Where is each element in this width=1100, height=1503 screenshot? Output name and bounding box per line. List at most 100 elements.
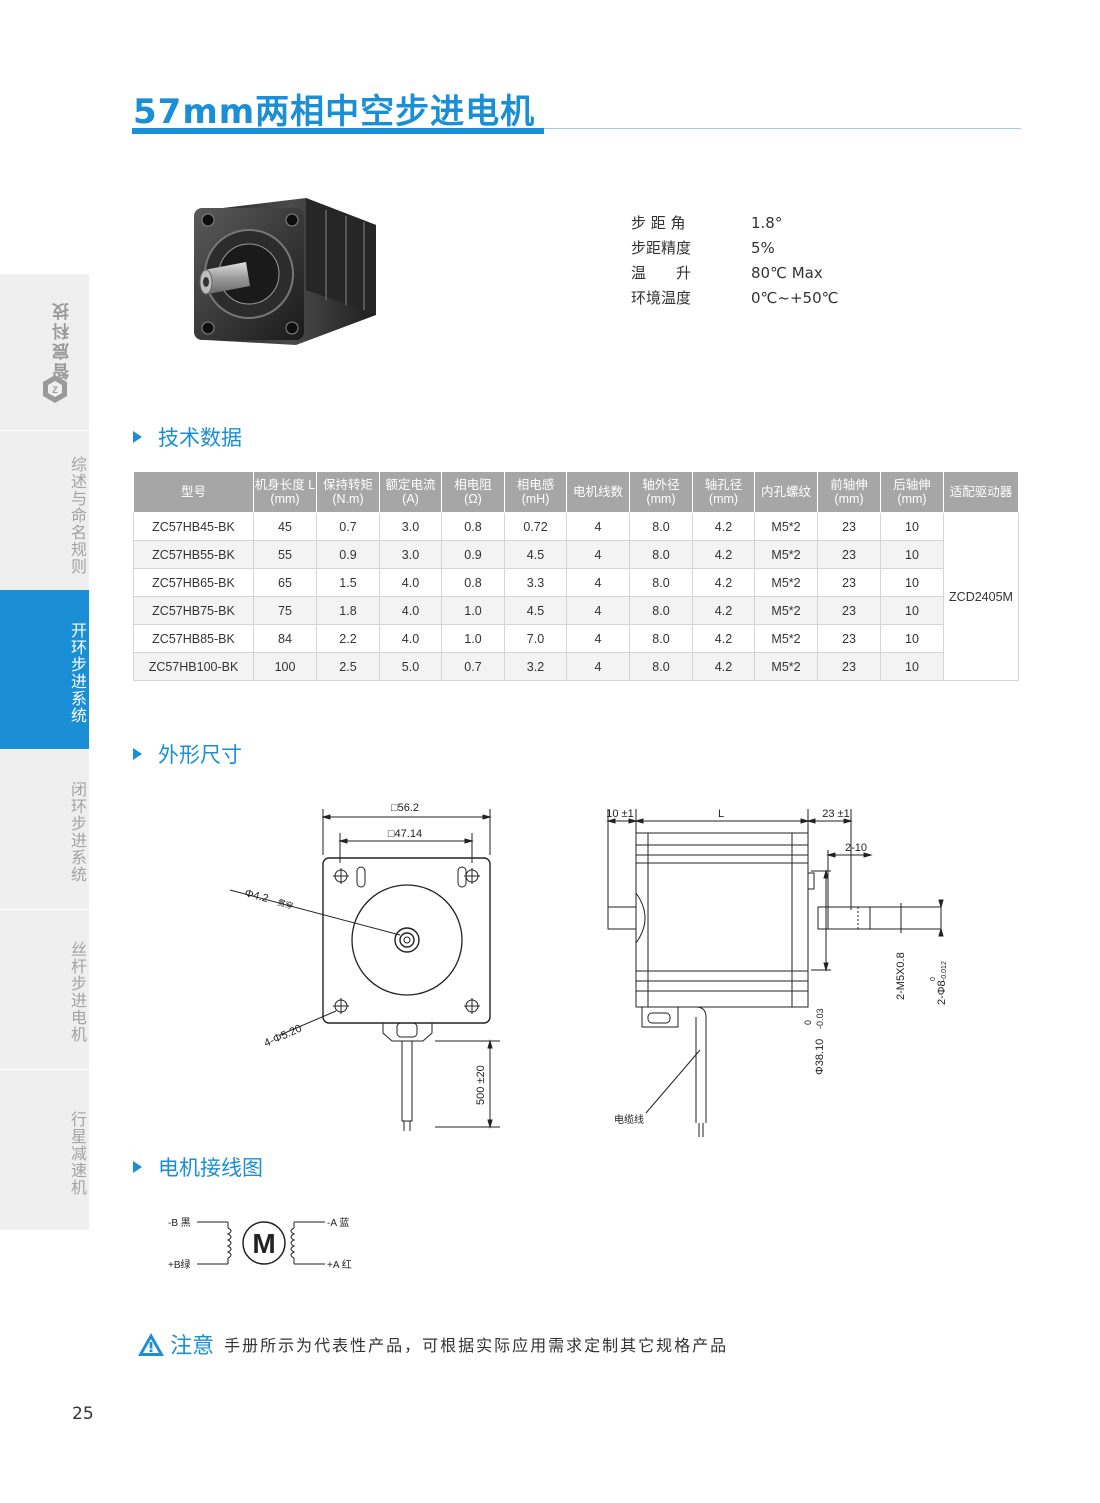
- table-cell: 5.0: [379, 652, 442, 681]
- table-cell: 4.0: [379, 596, 442, 625]
- table-cell: 4: [566, 596, 630, 625]
- table-cell: ZC57HB100-BK: [133, 652, 254, 681]
- page-number: 25: [72, 1404, 94, 1424]
- table-cell: 55: [253, 540, 317, 569]
- column-header: 额定电流 (A): [379, 471, 442, 513]
- sidebar-item-planetary[interactable]: 行星减速机: [0, 1069, 89, 1230]
- column-header: 轴孔径 (mm): [692, 471, 755, 513]
- sidebar-item-overview[interactable]: 综述与命名规则: [0, 430, 89, 591]
- section-title: 外形尺寸: [158, 743, 242, 767]
- table-cell: 84: [253, 624, 317, 653]
- dim-boss-tol-lower: -0.03: [815, 1008, 825, 1029]
- wire-b-minus-label: -B 黑: [168, 1217, 191, 1229]
- table-cell: 4: [566, 540, 630, 569]
- dim-lead-label: 500 ±20: [475, 1065, 487, 1105]
- table-cell: 10: [880, 568, 944, 597]
- dim-front-label: 23 ±1: [822, 808, 849, 820]
- table-cell: 100: [253, 652, 317, 681]
- column-header: 后轴伸 (mm): [880, 471, 944, 513]
- dim-shaft-tol-lower: -0.012: [941, 961, 948, 981]
- motor-symbol: M: [252, 1228, 275, 1259]
- spec-value: 0℃~+50℃: [751, 289, 839, 307]
- table-cell: 0.8: [441, 512, 505, 541]
- column-header: 相电阻 (Ω): [441, 471, 505, 513]
- table-cell: 1.0: [441, 624, 505, 653]
- sidebar-item-open-loop[interactable]: 开环步进系统: [0, 590, 89, 750]
- brand-logo-icon: Z: [43, 375, 67, 403]
- dim-mount-label: 4-Φ5.20: [262, 1023, 303, 1050]
- wiring-diagram: M -B 黑 +B绿 -A 蓝 +A 红: [168, 1217, 352, 1271]
- dim-thread-label: 2-M5X0.8: [895, 952, 907, 1000]
- table-cell: 7.0: [504, 624, 567, 653]
- table-cell: ZC57HB65-BK: [133, 568, 254, 597]
- sidebar-item-lead-screw[interactable]: 丝杆步进电机: [0, 909, 89, 1070]
- table-cell: ZC57HB45-BK: [133, 512, 254, 541]
- table-cell: 1.8: [316, 596, 380, 625]
- table-cell: 10: [880, 596, 944, 625]
- table-cell: 3.0: [379, 512, 442, 541]
- column-header: 电机线数: [566, 471, 630, 513]
- dim-rear-label: 10 ±1: [606, 808, 633, 820]
- table-cell: 4.2: [692, 568, 755, 597]
- sidebar-brand: 智宸科技 Z: [0, 274, 89, 431]
- table-cell: 4.2: [692, 512, 755, 541]
- notice-text: 手册所示为代表性产品，可根据实际应用需求定制其它规格产品: [224, 1336, 729, 1355]
- spec-value: 80℃ Max: [751, 264, 823, 282]
- table-cell: 8.0: [629, 596, 693, 625]
- table-cell: M5*2: [754, 512, 818, 541]
- side-view-drawing: 10 ±1 L 23 ±1 2-10 2-M5X0.8 2-Φ8 0 -0.01…: [606, 808, 948, 1137]
- table-cell: 2.2: [316, 624, 380, 653]
- table-cell: 10: [880, 540, 944, 569]
- table-cell: 45: [253, 512, 317, 541]
- table-cell: ZC57HB55-BK: [133, 540, 254, 569]
- sidebar-item-label: 丝杆步进电机: [68, 941, 87, 1043]
- table-cell: 75: [253, 596, 317, 625]
- sidebar-item-closed-loop[interactable]: 闭环步进系统: [0, 749, 89, 910]
- spec-value: 1.8°: [751, 214, 783, 232]
- table-cell: 0.8: [441, 568, 505, 597]
- spec-table: 型号 机身长度 L (mm) 保持转矩 (N.m) 额定电流 (A) 相电阻 (…: [133, 471, 1019, 681]
- column-header: 内孔螺纹: [754, 471, 818, 513]
- table-cell: 4.2: [692, 596, 755, 625]
- dim-shaft-label: 2-Φ8: [936, 980, 948, 1005]
- triangle-bullet-icon: [133, 431, 142, 443]
- spec-key: 步 距 角: [631, 214, 686, 232]
- table-cell: 23: [817, 624, 881, 653]
- table-cell: 8.0: [629, 540, 693, 569]
- sidebar: 智宸科技 Z 综述与命名规则 开环步进系统 闭环步进系统 丝杆步进电机 行星减速…: [0, 274, 89, 1230]
- table-cell: 0.9: [441, 540, 505, 569]
- motor-product-image: [194, 198, 376, 345]
- section-title: 技术数据: [158, 426, 242, 450]
- brand-name: 智宸科技: [53, 300, 73, 380]
- svg-text:Z: Z: [52, 385, 58, 395]
- table-cell: 2.5: [316, 652, 380, 681]
- sidebar-item-label: 行星减速机: [68, 1111, 87, 1196]
- notice-title: 注意: [170, 1334, 215, 1359]
- spec-value: 5%: [751, 239, 775, 257]
- dim-hole-label: Φ4.2: [243, 887, 269, 905]
- table-cell: 4: [566, 652, 630, 681]
- dim-shaft-tol-upper: 0: [930, 977, 937, 981]
- table-cell: 8.0: [629, 652, 693, 681]
- sidebar-item-label: 开环步进系统: [68, 622, 87, 724]
- table-cell: 23: [817, 512, 881, 541]
- table-cell: 23: [817, 596, 881, 625]
- page-title: 57mm两相中空步进电机: [133, 92, 536, 132]
- table-cell: 10: [880, 652, 944, 681]
- cable-label: 电缆线: [614, 1113, 644, 1126]
- table-cell: ZC57HB75-BK: [133, 596, 254, 625]
- title-rule: [544, 128, 1021, 129]
- table-cell: 4: [566, 624, 630, 653]
- table-cell: M5*2: [754, 568, 818, 597]
- wire-b-plus-label: +B绿: [168, 1258, 191, 1271]
- table-cell: 23: [817, 568, 881, 597]
- table-cell: M5*2: [754, 652, 818, 681]
- table-cell: 3.2: [504, 652, 567, 681]
- column-header: 轴外径 (mm): [629, 471, 693, 513]
- column-header: 适配驱动器: [943, 471, 1019, 513]
- title-underline: [132, 128, 544, 134]
